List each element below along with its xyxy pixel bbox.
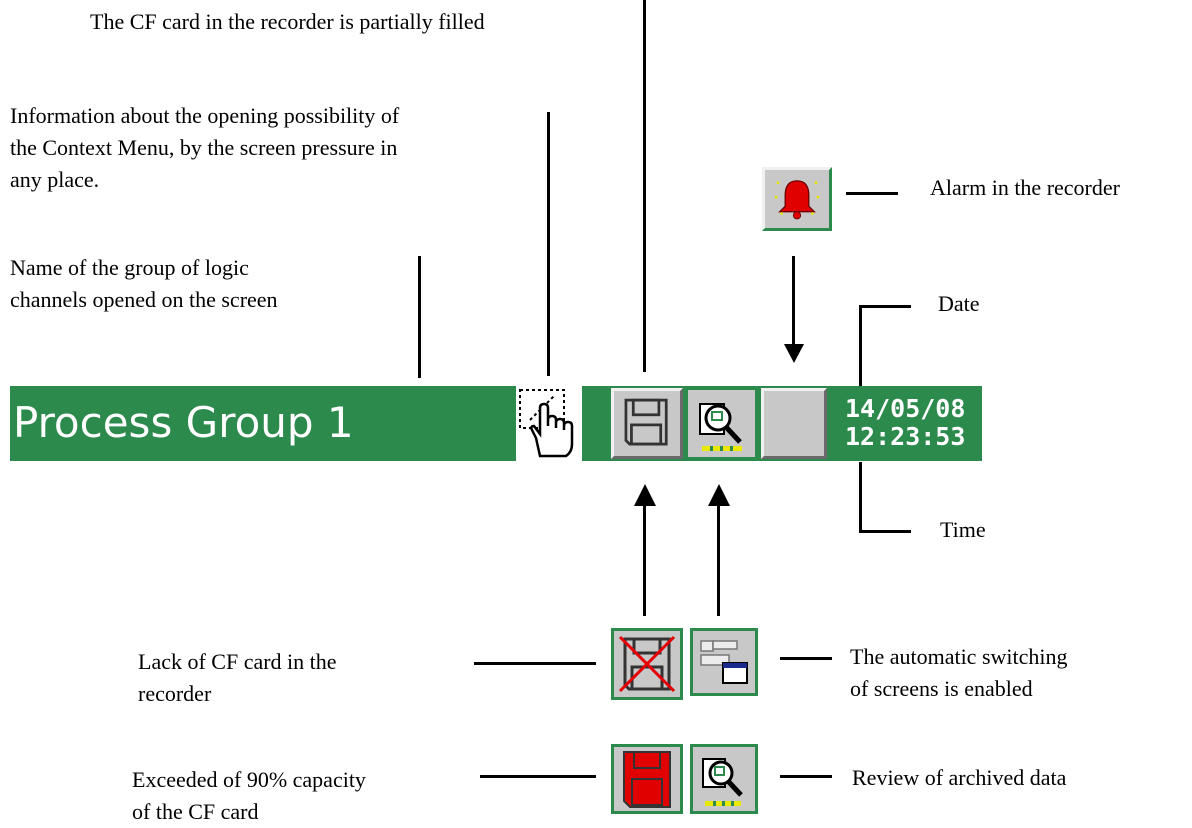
arrow-up-review [708,484,730,506]
floppy-disk-icon [624,398,668,446]
pointer-line-cf-90 [480,775,596,778]
pointer-line-no-cf [474,662,596,665]
pointer-line-group-name [418,256,421,378]
date-line-horizontal [859,305,911,308]
annotation-cf-partial: The CF card in the recorder is partially… [90,9,485,34]
alarm-arrow-head [784,344,804,363]
magnifier-review-icon [688,390,755,457]
pointer-line-auto-switch [780,657,832,660]
annotation-group-name: Name of the group of logic channels open… [10,255,278,312]
pointer-line-alarm [846,192,898,195]
group-name[interactable]: Process Group 1 [13,398,354,447]
alarm-slot-button[interactable] [761,388,827,459]
arrow-up-cf-shaft [643,504,646,616]
cf-90-icon-frame [611,744,683,814]
pointer-line-cf-partial [643,0,646,372]
floppy-red-icon [614,747,680,811]
review-button[interactable] [685,387,758,460]
screen-switch-icon [693,631,755,693]
pointer-line-context-menu [547,112,550,376]
annotation-date: Date [938,291,980,316]
date-time-display: 14/05/08 12:23:53 [845,395,980,451]
time-line-vertical [859,462,862,532]
alarm-arrow-shaft [792,256,795,348]
annotation-cf-90: Exceeded of 90% capacity of the CF card [132,767,366,824]
review-icon-frame [690,744,758,814]
cf-card-button[interactable] [611,388,683,459]
bell-icon [774,180,820,220]
date-value: 14/05/08 [845,394,966,423]
annotation-alarm: Alarm in the recorder [930,175,1120,200]
annotation-auto-switch: The automatic switching of screens is en… [850,644,1068,701]
time-line-horizontal [859,530,911,533]
annotation-review: Review of archived data [852,765,1067,790]
annotation-time: Time [940,517,986,542]
arrow-up-cf [634,484,656,506]
time-value: 12:23:53 [845,422,966,451]
context-menu-indicator[interactable] [516,386,582,461]
auto-switch-icon-frame [690,628,758,696]
annotation-no-cf: Lack of CF card in the recorder [138,649,337,706]
magnifier-review-icon [693,747,755,811]
date-line-vertical [859,305,862,413]
hand-pointer-icon [519,389,574,458]
annotation-context-menu: Information about the opening possibilit… [10,103,400,192]
alarm-button[interactable] [762,167,832,231]
no-cf-card-icon-frame [611,628,683,700]
pointer-line-review [780,775,832,778]
arrow-up-review-shaft [717,504,720,616]
floppy-crossed-icon [614,631,680,697]
